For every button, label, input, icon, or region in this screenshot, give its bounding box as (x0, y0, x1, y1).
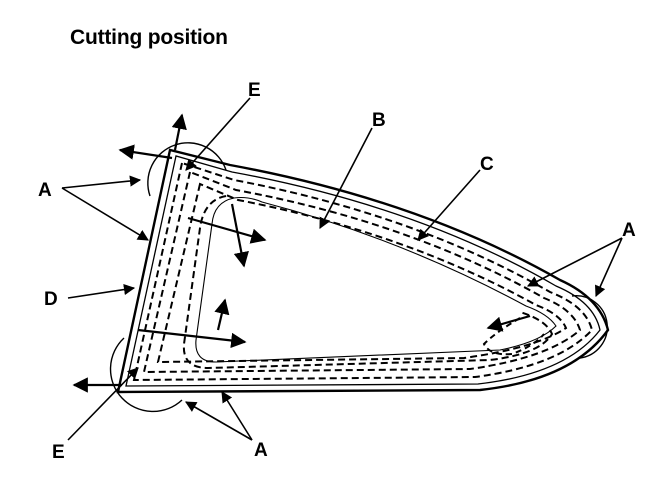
leader-a-right-2 (595, 237, 623, 298)
label-d: D (44, 289, 58, 310)
leader-a-left-2 (61, 187, 149, 241)
cutting-line-inner (156, 182, 568, 364)
cutting-line-outer (132, 161, 594, 382)
window-glass-outline (116, 148, 610, 394)
leader-c (417, 169, 481, 241)
glass-second-edge (125, 155, 601, 387)
label-a-right: A (622, 220, 636, 241)
leader-a-right-1 (527, 237, 623, 287)
arrow-left-top (118, 144, 173, 160)
arrow-right-lower (137, 328, 247, 349)
label-a-left: A (38, 180, 52, 201)
label-e-top: E (248, 80, 261, 101)
leader-e-top (185, 97, 251, 171)
cutting-line-middle (142, 170, 582, 374)
arrow-right-top (187, 216, 267, 244)
cutting-line-inside (182, 195, 554, 370)
leader-d (67, 283, 136, 299)
diagram-title: Cutting position (70, 26, 228, 49)
label-a-bottom: A (254, 440, 268, 461)
corner-circle-right (571, 295, 608, 359)
leader-e-bottom (67, 367, 139, 441)
leader-lines (61, 97, 623, 441)
cutting-direction-arrows (72, 113, 531, 393)
leader-b (319, 127, 373, 229)
arrow-down-top (230, 203, 249, 268)
label-b: B (372, 110, 386, 131)
corner-circle-bottom-left (109, 337, 183, 413)
label-c: C (480, 154, 494, 175)
arrow-up-middle (214, 298, 230, 331)
arrow-up (171, 113, 187, 151)
leader-a-bottom-2 (221, 391, 253, 441)
glass-outer-edge (116, 148, 610, 394)
leader-a-bottom-1 (185, 401, 253, 441)
arrow-right-corner (486, 314, 531, 332)
glass-inner-opening (195, 196, 557, 363)
label-e-bottom: E (52, 442, 65, 463)
leader-a-left-1 (61, 175, 142, 189)
